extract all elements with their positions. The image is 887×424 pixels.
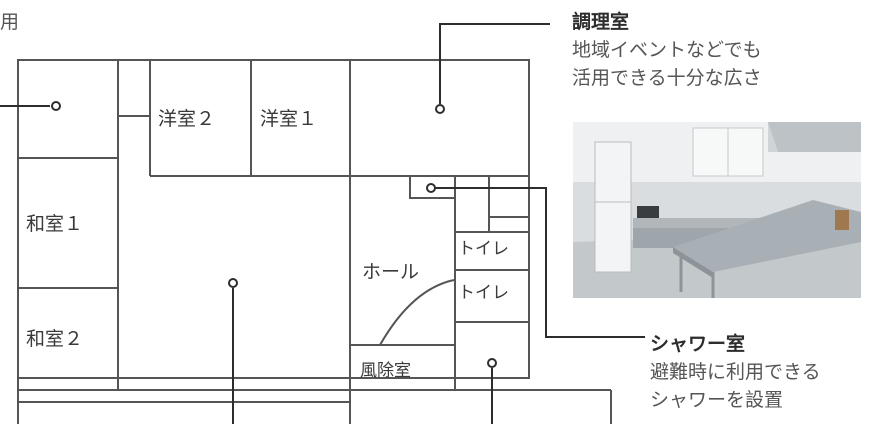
shower-callout-desc-line2: シャワーを設置 (650, 389, 784, 411)
marker-dot (51, 101, 61, 111)
room-label-toilet-upper: トイレ (458, 239, 509, 259)
kitchen-callout: 調理室 地域イベントなどでも 活用できる十分な広さ (572, 9, 762, 92)
shower-callout-title: シャワー室 (650, 333, 746, 355)
shower-callout-leader (435, 187, 645, 338)
building-outline (17, 59, 530, 379)
room-label-japanese-1: 和室１ (26, 213, 83, 235)
room-label-japanese-2: 和室２ (26, 328, 83, 350)
shower-marker-dot (426, 183, 436, 193)
room-label-windbreak: 風除室 (360, 361, 411, 381)
marker-dot (487, 358, 497, 368)
kitchen-callout-desc-line2: 活用できる十分な広さ (572, 67, 762, 89)
room-label-western-1: 洋室１ (260, 108, 317, 130)
room-label-toilet-lower: トイレ (458, 283, 509, 303)
kitchen-callout-leader (439, 23, 550, 104)
door-swing-arc (379, 279, 455, 346)
room-label-hall: ホール (362, 261, 419, 283)
shower-callout: シャワー室 避難時に利用できる シャワーを設置 (650, 330, 821, 414)
cropped-text-fragment: 用 (0, 11, 20, 33)
marker-dot (228, 278, 238, 288)
kitchen-marker-dot (435, 104, 445, 114)
kitchen-photo (573, 122, 861, 298)
kitchen-callout-title: 調理室 (572, 11, 630, 33)
kitchen-callout-desc-line1: 地域イベントなどでも (572, 39, 762, 61)
room-label-western-2: 洋室２ (158, 108, 215, 130)
shower-callout-desc-line1: 避難時に利用できる (650, 361, 821, 383)
